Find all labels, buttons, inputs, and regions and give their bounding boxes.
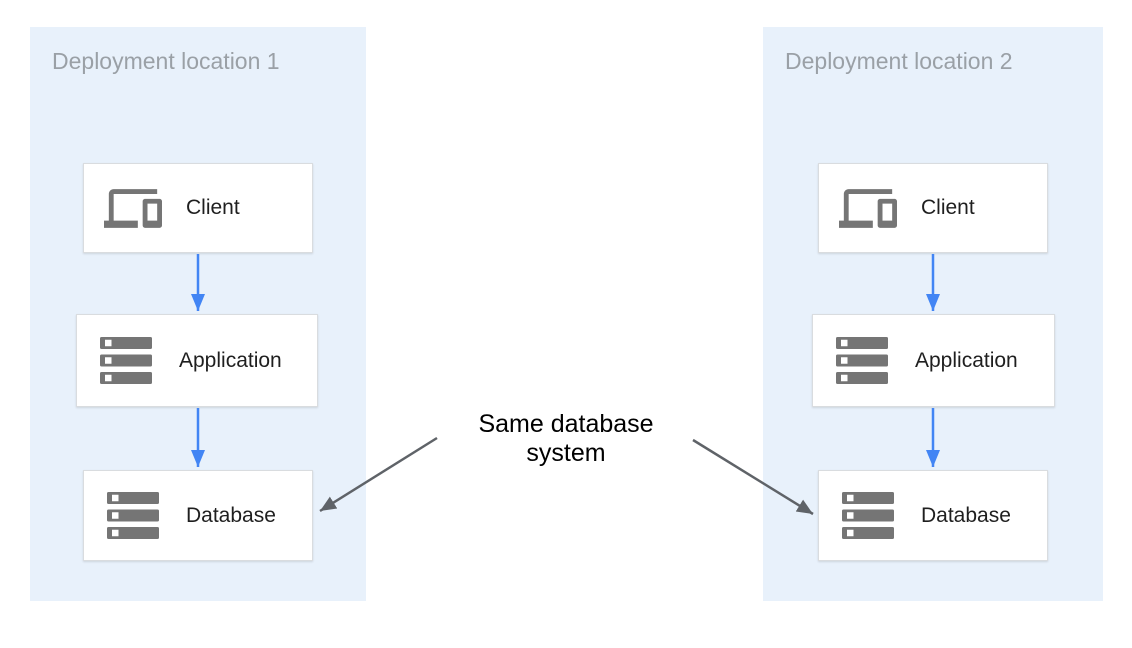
server-icon bbox=[839, 492, 897, 539]
panel-title: Deployment location 2 bbox=[785, 48, 1013, 74]
deployment-panel-2: Deployment location 2 Client bbox=[763, 27, 1103, 601]
devices-icon bbox=[104, 188, 162, 228]
node-label: Client bbox=[921, 196, 975, 219]
node-database-1: Database bbox=[83, 470, 313, 561]
annotation-same-database-system: Same database system bbox=[466, 410, 666, 468]
panel-title: Deployment location 1 bbox=[52, 48, 280, 74]
server-icon bbox=[104, 492, 162, 539]
node-client-2: Client bbox=[818, 163, 1048, 253]
node-label: Database bbox=[921, 503, 1011, 527]
server-icon bbox=[97, 337, 155, 384]
node-label: Application bbox=[915, 348, 1018, 372]
deployment-panel-1: Deployment location 1 Client bbox=[30, 27, 366, 601]
annotation-line-2: system bbox=[526, 439, 606, 467]
node-client-1: Client bbox=[83, 163, 313, 253]
server-icon bbox=[833, 337, 891, 384]
devices-icon bbox=[839, 188, 897, 228]
node-application-1: Application bbox=[76, 314, 318, 407]
node-application-2: Application bbox=[812, 314, 1055, 407]
annotation-line-1: Same database bbox=[478, 410, 654, 438]
node-database-2: Database bbox=[818, 470, 1048, 561]
node-label: Database bbox=[186, 503, 276, 527]
node-label: Application bbox=[179, 348, 282, 372]
node-label: Client bbox=[186, 196, 240, 219]
